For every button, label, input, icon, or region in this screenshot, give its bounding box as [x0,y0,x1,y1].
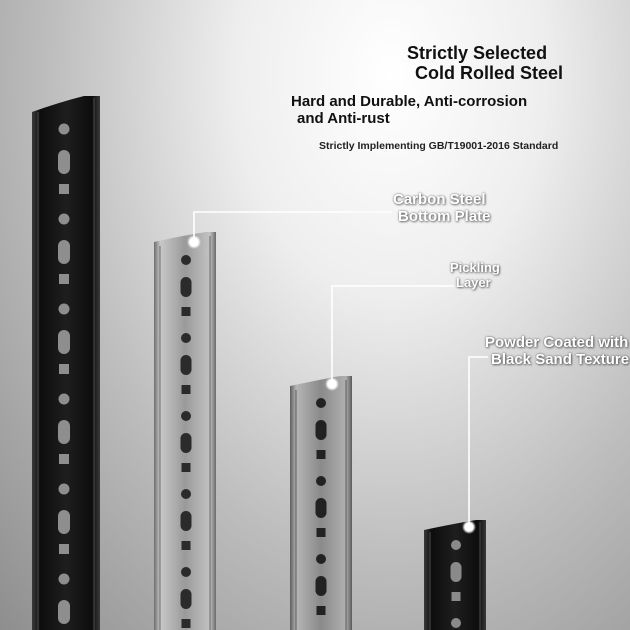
post-hole [451,592,461,601]
post-hole [181,541,191,550]
post-hole [58,420,70,444]
post-hole [450,562,462,582]
callout-line-carbon [193,211,392,242]
post-hole [59,184,69,194]
callout-powder-line-2: Black Sand Texture [491,351,630,368]
post-hole [316,476,326,486]
callout-line-powder [468,356,488,527]
post-hole [315,498,327,518]
post-hole [181,385,191,394]
post-hole [58,483,70,495]
post-hole [180,589,192,609]
post-hole [316,554,326,564]
post-hole [58,150,70,174]
post-hole [315,576,327,596]
post-hole [316,528,326,537]
black-post-short [424,520,486,630]
post-hole [451,540,461,550]
post-hole [180,511,192,531]
post-hole [316,450,326,459]
post-hole [59,364,69,374]
post-hole [181,411,191,421]
galvanized-post-2 [290,376,352,630]
post-hole [58,573,70,585]
callout-lines [193,211,488,527]
post-hole [180,355,192,375]
post-hole [180,277,192,297]
callout-pickling-line-2: Layer [456,275,491,290]
post-hole [181,489,191,499]
post-hole [58,240,70,264]
black-post-tall [32,96,100,630]
post-hole [58,213,70,225]
callout-carbon-line-1: Carbon Steel [393,191,486,208]
post-hole [180,433,192,453]
standard-text: Strictly Implementing GB/T19001-2016 Sta… [319,140,559,152]
post-hole [59,454,69,464]
post-hole [59,544,69,554]
features-line-2: and Anti-rust [297,110,390,127]
galvanized-post-1 [154,232,216,630]
post-hole [181,463,191,472]
features-line-1: Hard and Durable, Anti-corrosion [291,93,528,110]
post-hole [315,420,327,440]
post-hole [316,606,326,615]
callout-line-pickling [331,285,454,384]
headline-line-1: Strictly Selected [407,43,548,63]
post-hole [58,393,70,405]
headline-line-2: Cold Rolled Steel [415,63,564,83]
post-hole [58,600,70,624]
callout-dots [187,235,476,534]
post-hole [181,567,191,577]
post-hole [451,618,461,628]
callout-pickling-line-1: Pickling [450,260,500,275]
post-hole [181,333,191,343]
post-hole [316,398,326,408]
post-hole [58,510,70,534]
post-hole [58,303,70,315]
post-hole [59,274,69,284]
callout-powder-line-1: Powder Coated with [485,334,629,351]
post-hole [181,619,191,628]
callout-carbon-line-2: Bottom Plate [398,208,491,225]
post-hole [181,307,191,316]
post-hole [181,255,191,265]
post-hole [58,123,70,135]
post-hole [58,330,70,354]
